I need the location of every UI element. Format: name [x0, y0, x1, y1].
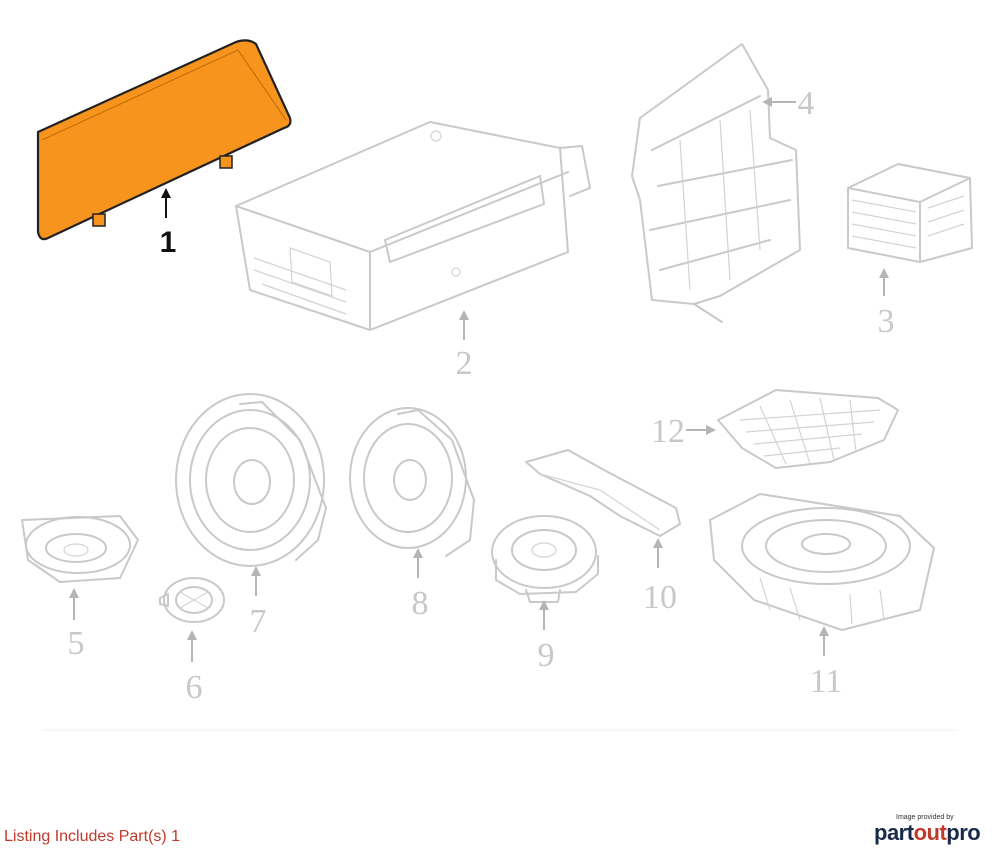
callout-6[interactable]: 6 — [186, 669, 203, 706]
callout-11[interactable]: 11 — [810, 663, 843, 700]
callout-10[interactable]: 10 — [643, 579, 677, 616]
part-3-amplifier[interactable] — [847, 163, 973, 263]
partoutpro-logo: partoutpro — [874, 821, 984, 845]
callout-9[interactable]: 9 — [538, 637, 555, 674]
part-7-speaker[interactable] — [175, 393, 327, 567]
part-2-head-unit[interactable] — [235, 121, 591, 331]
part-9-speaker[interactable] — [491, 515, 599, 603]
logo-pro: pro — [946, 820, 981, 845]
part-1-display[interactable] — [36, 39, 292, 241]
part-8-speaker[interactable] — [349, 407, 475, 557]
callout-7[interactable]: 7 — [250, 603, 267, 640]
part-12-grille[interactable] — [717, 389, 899, 469]
part-6-tweeter[interactable] — [159, 577, 225, 623]
callout-8[interactable]: 8 — [412, 585, 429, 622]
image-credit: Image provided by partoutpro — [874, 814, 984, 845]
callout-12[interactable]: 12 — [651, 413, 685, 450]
callout-1[interactable]: 1 — [160, 226, 177, 259]
part-5-speaker[interactable] — [21, 515, 139, 583]
credit-caption: Image provided by — [896, 814, 954, 821]
leader-arrows — [69, 97, 889, 662]
part-11-subwoofer[interactable] — [709, 493, 935, 631]
listing-includes-text: Listing Includes Part(s) 1 — [4, 828, 181, 845]
logo-part: part — [874, 820, 914, 845]
part-4-bracket[interactable] — [631, 43, 801, 323]
callout-5[interactable]: 5 — [68, 625, 85, 662]
callout-3[interactable]: 3 — [878, 303, 895, 340]
part-10-cover[interactable] — [525, 449, 681, 537]
logo-out: out — [913, 820, 947, 845]
callout-2[interactable]: 2 — [456, 345, 473, 382]
callout-4[interactable]: 4 — [798, 85, 815, 122]
